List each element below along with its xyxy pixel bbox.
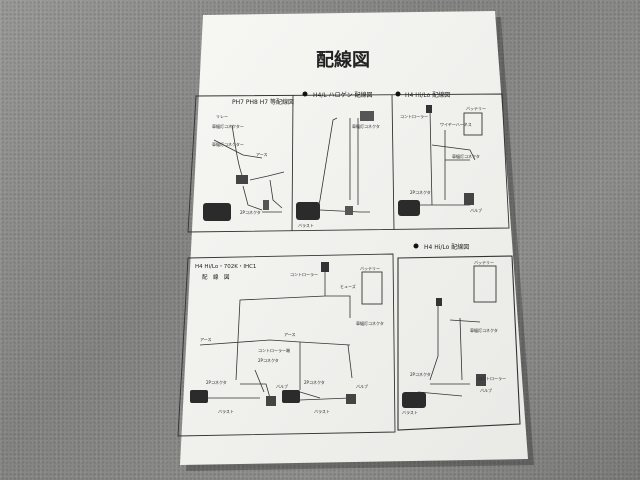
ballast-box bbox=[398, 200, 420, 216]
label-connector: 車幅灯コネクタ bbox=[470, 327, 498, 333]
label-bulb: バルブ bbox=[480, 387, 492, 393]
label-connector: 車幅灯コネクター bbox=[212, 141, 244, 147]
ballast-box bbox=[203, 203, 231, 221]
battery-box bbox=[473, 265, 497, 303]
label-2p-connector: 2Pコネクタ bbox=[410, 189, 431, 195]
ballast-box bbox=[190, 390, 208, 403]
page-title: 配線図 bbox=[316, 49, 370, 71]
ballast-box bbox=[402, 392, 426, 408]
label-connector: 車幅灯コネクタ bbox=[356, 320, 384, 326]
label-controller: コントローラー bbox=[290, 271, 318, 277]
label-bulb: バルブ bbox=[470, 207, 482, 213]
label-2p-connector: 2Pコネクタ bbox=[240, 209, 261, 215]
panel-ph7-diagram: PH7 PH8 H7 等配線図 リレー 車幅灯コネクター 車幅灯コネクター アー… bbox=[203, 98, 294, 221]
panel-heading: PH7 PH8 H7 等配線図 bbox=[232, 98, 294, 106]
relay-box bbox=[236, 175, 248, 184]
label-ballast: バラスト bbox=[298, 222, 314, 228]
label-battery: バッテリー bbox=[360, 265, 380, 271]
ballast-box bbox=[296, 202, 320, 220]
panel-heading: H4 Hi/Lo 配線図 bbox=[424, 243, 469, 251]
label-ballast: バラスト bbox=[402, 409, 418, 415]
panel-heading: H4/L ハロゲン 配線図 bbox=[313, 91, 373, 99]
label-connector: 車幅灯コネクタ bbox=[352, 123, 380, 129]
label-connector: 車幅灯コネクタ bbox=[452, 153, 480, 159]
label-ballast: バラスト bbox=[314, 408, 330, 414]
label-harness: ワイヤーハーネス bbox=[440, 121, 472, 127]
panel-h4-halogen-diagram: H4/L ハロゲン 配線図 車幅灯コネクタ バラスト bbox=[296, 91, 380, 228]
label-earth: アース bbox=[284, 332, 296, 337]
panel-subheading: 配 線 図 bbox=[202, 273, 230, 281]
label-2p-connector: 2Pコネクタ bbox=[258, 357, 279, 363]
label-ballast: バラスト bbox=[218, 408, 234, 414]
battery-box bbox=[463, 112, 483, 136]
label-2p-connector: 2Pコネクタ bbox=[304, 379, 325, 385]
label-connector: 車幅灯コネクター bbox=[212, 123, 244, 129]
label-controller: コントローラー bbox=[400, 113, 428, 119]
panel-h4-702k-diagram: H4 Hi/Lo・702K・IHC1 配 線 図 コントローラー バッテリー ヒ… bbox=[177, 253, 396, 437]
label-controller-end: コントローラー端 bbox=[258, 347, 290, 353]
ballast-box bbox=[282, 390, 300, 403]
battery-box bbox=[361, 271, 383, 305]
label-bulb: バルブ bbox=[356, 383, 368, 389]
panel-h4-hilo-upper-diagram: H4 Hi/Lo 配線図 コントローラー バッテリー ワイヤーハーネス 車幅灯コ… bbox=[395, 91, 486, 216]
paper-sheet bbox=[180, 11, 528, 465]
label-controller: コントローラー bbox=[478, 375, 506, 381]
panel-heading: H4 Hi/Lo・702K・IHC1 bbox=[195, 264, 256, 270]
panel-h4-hilo-lower-diagram: バッテリー 車幅灯コネクタ 2Pコネクタ コントローラー バルブ バラスト bbox=[397, 255, 521, 431]
label-relay: リレー bbox=[216, 114, 228, 119]
label-battery: バッテリー bbox=[466, 105, 486, 111]
label-2p-connector: 2Pコネクタ bbox=[206, 379, 227, 385]
panel-heading: H4 Hi/Lo 配線図 bbox=[405, 91, 450, 99]
label-2p-connector: 2Pコネクタ bbox=[410, 371, 431, 377]
label-fuse: ヒューズ bbox=[340, 283, 356, 289]
label-battery: バッテリー bbox=[474, 259, 494, 265]
label-earth: アース bbox=[256, 152, 268, 157]
label-bulb: バルブ bbox=[276, 383, 288, 389]
label-earth: アース bbox=[200, 337, 212, 342]
